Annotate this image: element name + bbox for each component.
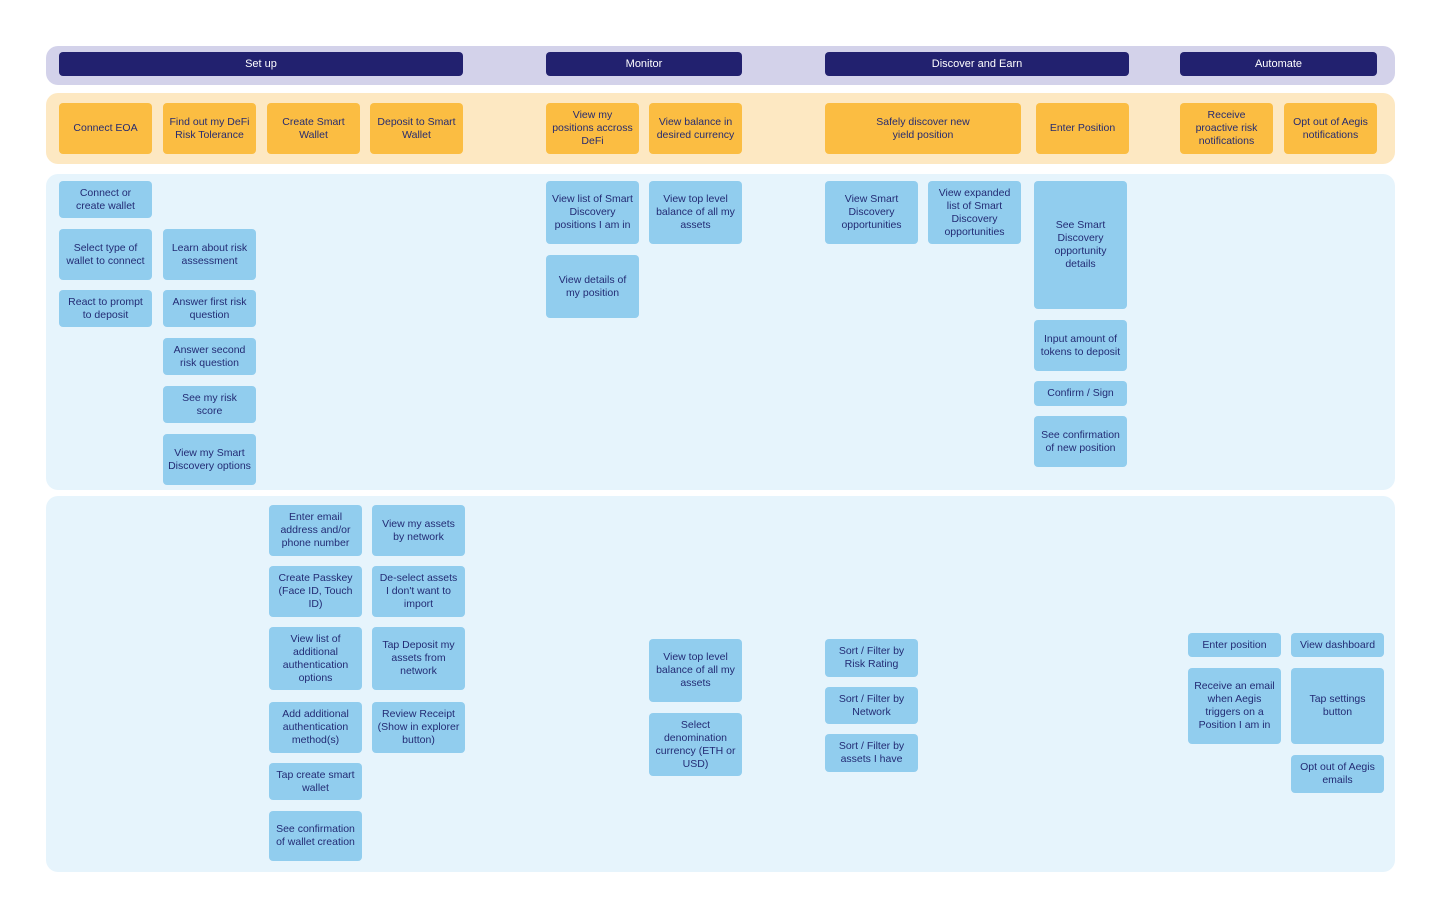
step-enter-email-phone: Enter email address and/or phone number [269,505,362,556]
step-connect-or-create-wallet: Connect or create wallet [59,181,152,218]
step-answer-second-risk-question: Answer second risk question [163,338,256,375]
goal-discover-yield: Safely discover new yield position [825,103,1021,154]
step-tap-create-smart-wallet: Tap create smart wallet [269,763,362,800]
step-review-receipt: Review Receipt (Show in explorer button) [372,702,465,753]
step-tap-settings-button: Tap settings button [1291,668,1384,744]
step-select-denomination-currency: Select denomination currency (ETH or USD… [649,713,742,776]
step-opt-out-aegis-emails: Opt out of Aegis emails [1291,755,1384,793]
goal-deposit-smart-wallet: Deposit to Smart Wallet [370,103,463,154]
step-react-prompt-deposit: React to prompt to deposit [59,290,152,327]
phase-monitor: Monitor [546,52,742,76]
step-view-top-level-balance: View top level balance of all my assets [649,181,742,244]
step-input-token-amount: Input amount of tokens to deposit [1034,320,1127,371]
step-sort-filter-network: Sort / Filter by Network [825,687,918,724]
step-see-wallet-confirmation: See confirmation of wallet creation [269,811,362,861]
goal-opt-out-notifications: Opt out of Aegis notifications [1284,103,1377,154]
step-view-expanded-opportunities: View expanded list of Smart Discovery op… [928,181,1021,244]
goal-view-balance: View balance in desired currency [649,103,742,154]
step-sort-filter-risk: Sort / Filter by Risk Rating [825,639,918,677]
phase-discover-earn: Discover and Earn [825,52,1129,76]
phase-automate: Automate [1180,52,1377,76]
step-receive-aegis-email: Receive an email when Aegis triggers on … [1188,668,1281,744]
step-view-auth-options: View list of additional authentication o… [269,627,362,690]
goal-create-smart-wallet: Create Smart Wallet [267,103,360,154]
goal-connect-eoa: Connect EOA [59,103,152,154]
step-view-assets-by-network: View my assets by network [372,505,465,556]
step-confirm-sign: Confirm / Sign [1034,381,1127,406]
step-deselect-assets: De-select assets I don't want to import [372,566,465,617]
step-view-dashboard: View dashboard [1291,633,1384,657]
step-add-auth-method: Add additional authentication method(s) [269,702,362,753]
step-answer-first-risk-question: Answer first risk question [163,290,256,327]
step-view-top-level-balance-secondary: View top level balance of all my assets [649,639,742,702]
step-see-opportunity-details: See Smart Discovery opportunity details [1034,181,1127,309]
goal-risk-tolerance: Find out my DeFi Risk Tolerance [163,103,256,154]
step-enter-position: Enter position [1188,633,1281,657]
step-learn-risk-assessment: Learn about risk assessment [163,229,256,280]
step-sort-filter-assets: Sort / Filter by assets I have [825,734,918,772]
phase-setup: Set up [59,52,463,76]
step-view-smart-discovery-positions: View list of Smart Discovery positions I… [546,181,639,244]
goal-risk-notifications: Receive proactive risk notifications [1180,103,1273,154]
step-see-position-confirmation: See confirmation of new position [1034,416,1127,467]
step-create-passkey: Create Passkey (Face ID, Touch ID) [269,566,362,617]
step-view-position-details: View details of my position [546,255,639,318]
step-view-smart-discovery-options: View my Smart Discovery options [163,434,256,485]
goal-view-positions: View my positions accross DeFi [546,103,639,154]
step-view-smart-discovery-opportunities: View Smart Discovery opportunities [825,181,918,244]
step-see-risk-score: See my risk score [163,386,256,423]
step-tap-deposit-assets: Tap Deposit my assets from network [372,627,465,690]
goal-enter-position: Enter Position [1036,103,1129,154]
step-select-wallet-type: Select type of wallet to connect [59,229,152,280]
